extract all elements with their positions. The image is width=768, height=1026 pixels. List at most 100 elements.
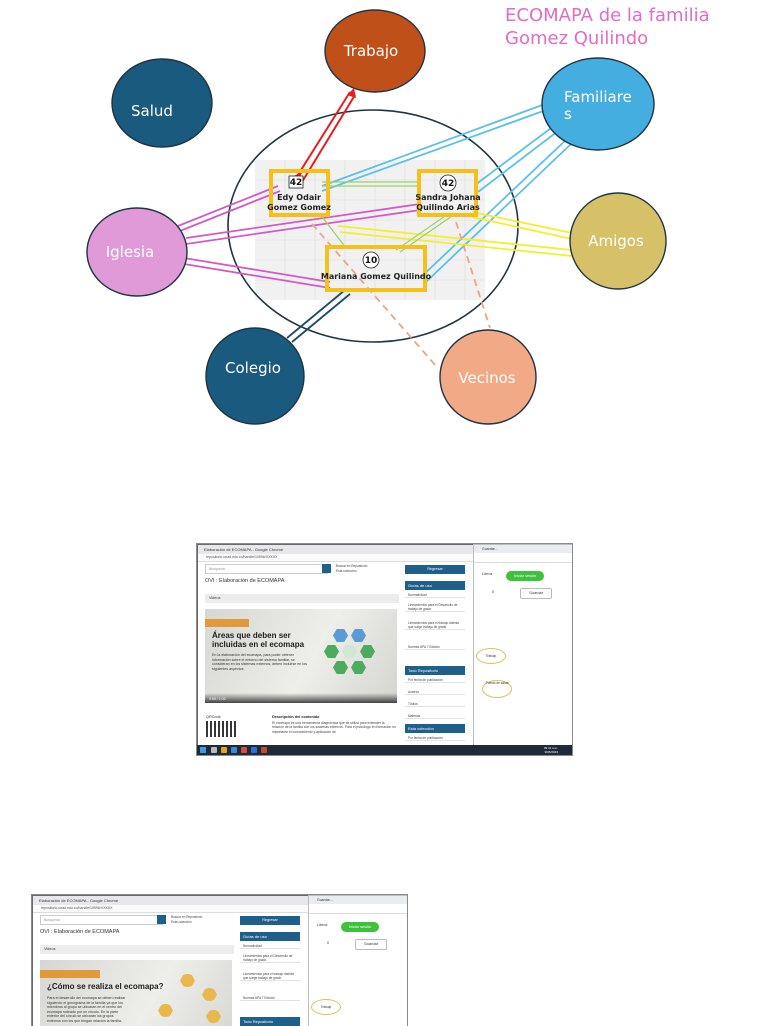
edge-icon[interactable] <box>231 747 237 753</box>
chrome-window-ovi: Elaboración de ECOMAPA - Google Chrome r… <box>197 544 475 746</box>
url-bar[interactable] <box>474 553 572 563</box>
clock-time: 09:41 a.m. <box>543 746 558 750</box>
sidebar-item[interactable]: Materias <box>405 714 465 719</box>
ecomap-title-line2: Gomez Quilindo <box>505 28 649 49</box>
url-bar[interactable]: repositorio.unad.edu.co/handle/10596/XXX… <box>33 905 309 913</box>
clock-date: 9/06/2023 <box>544 750 558 754</box>
radio-search-collection[interactable]: Esta colección <box>336 569 357 573</box>
sidebar-item[interactable]: Lineamientos para el Desarrollo de traba… <box>405 603 465 612</box>
powerpoint-icon[interactable] <box>261 747 267 753</box>
sidebar-item[interactable]: Normas APA 7 Edición <box>240 996 300 1001</box>
hex-shape <box>351 629 366 642</box>
node-familiares-label-line1: Familiare <box>564 88 632 106</box>
video-subtitle: Para el desarrollo del ecomapa se deben … <box>47 996 126 1023</box>
tab-videos[interactable]: Videos <box>40 945 234 954</box>
libros-link[interactable]: Libros <box>317 923 328 927</box>
chrome-icon[interactable] <box>241 747 247 753</box>
video-title: ¿Cómo se realiza el ecomapa? <box>47 982 164 991</box>
node-colegio-label: Colegio <box>225 359 281 377</box>
canvas-node[interactable]: Trabajo <box>476 648 506 664</box>
video-accent-band <box>40 970 100 978</box>
save-button[interactable]: Guardar <box>355 939 387 950</box>
browser-tab[interactable]: Guardar... <box>474 545 572 553</box>
url-bar[interactable]: repositorio.unad.edu.co/handle/10596/XXX… <box>198 554 474 562</box>
sidebar-item[interactable]: Por fecha de publicación <box>405 736 465 741</box>
url-bar[interactable] <box>309 904 407 914</box>
radio-search-collection[interactable]: Esta colección <box>171 920 192 924</box>
video-accent-band <box>205 619 249 627</box>
node-familiares: Familiare s <box>541 57 655 151</box>
hex-shape <box>351 661 366 674</box>
search-icon[interactable] <box>211 747 217 753</box>
video-player[interactable]: Áreas que deben ser incluidas en el ecom… <box>205 609 397 703</box>
hex-shape <box>360 645 375 658</box>
search-icon[interactable] <box>157 915 166 924</box>
member-edy: 42 Edy Odair Gomez Gomez <box>267 169 331 217</box>
folder-icon[interactable] <box>221 747 227 753</box>
node-colegio: Colegio <box>205 327 305 425</box>
member-edy-name-line1: Edy Odair <box>277 193 321 202</box>
sidebar-item[interactable]: Normatividad <box>240 944 300 949</box>
node-vecinos: Vecinos <box>439 329 537 425</box>
circle-shape <box>180 974 195 987</box>
node-iglesia: Iglesia <box>86 207 188 297</box>
page-heading: OVI : Elaboración de ECOMAPA <box>205 578 285 584</box>
description-text: El ecomapa es una herramienta diagnóstic… <box>272 721 396 734</box>
sidebar-item[interactable]: Autores <box>405 690 465 695</box>
window-titlebar: Elaboración de ECOMAPA - Google Chrome <box>198 545 474 554</box>
canvas-node[interactable]: Trabajo <box>311 999 341 1015</box>
description-heading: Descripción del contenido <box>272 715 320 719</box>
node-trabajo: Trabajo <box>324 9 426 93</box>
windows-start-icon[interactable] <box>200 747 206 753</box>
hex-shape <box>324 645 339 658</box>
family-boundary-circle <box>227 109 519 343</box>
sidebar-heading-coleccion: Esta colección <box>405 724 465 733</box>
node-iglesia-label: Iglesia <box>106 243 155 261</box>
chrome-window-ecomap-tool: Guardar... Libros Iniciar sesión 0 Guard… <box>473 544 572 746</box>
member-sandra-female-symbol <box>439 174 457 192</box>
sidebar-item[interactable]: Normas APA 7 Edición <box>405 645 465 650</box>
member-edy-age: 42 <box>290 178 303 188</box>
search-input[interactable]: Busqueda <box>205 564 328 574</box>
sidebar-item[interactable]: Por fecha de publicación <box>405 678 465 683</box>
search-icon[interactable] <box>322 564 331 573</box>
back-button[interactable]: Regresar <box>240 916 300 925</box>
circle-shape <box>202 988 217 1001</box>
chrome-window-ecomap-tool: Guardar... Libros Iniciar sesión 0 Guard… <box>308 895 407 1026</box>
sidebar-item[interactable]: Lineamientos para el trabajo distinto qu… <box>405 621 465 630</box>
member-mariana: 10 Mariana Gomez Quilindo <box>321 245 432 292</box>
sidebar-heading-guias: Guías de uso <box>240 932 300 941</box>
member-mariana-name: Mariana Gomez Quilindo <box>321 272 432 281</box>
member-mariana-female-symbol <box>362 251 380 269</box>
circle-shape <box>158 1004 173 1017</box>
member-sandra: 42 Sandra Johana Quilindo Arias <box>415 169 481 217</box>
login-button[interactable]: Iniciar sesión <box>341 922 379 932</box>
video-subtitle: En la elaboración del ecomapa, para pode… <box>212 653 307 671</box>
sidebar-item[interactable]: Lineamientos para el Desarrollo de traba… <box>240 954 300 963</box>
back-button[interactable]: Regresar <box>405 565 465 574</box>
browser-tab[interactable]: Guardar... <box>309 896 407 904</box>
counter: 0 <box>327 941 330 945</box>
radio-search-repository[interactable]: Buscar en Repositorio <box>336 564 368 568</box>
sidebar-item[interactable]: Títulos <box>405 702 465 707</box>
canvas-node[interactable]: Puesto de salud <box>482 680 512 698</box>
word-icon[interactable] <box>251 747 257 753</box>
libros-link[interactable]: Libros <box>482 572 493 576</box>
circle-shape <box>206 1010 221 1023</box>
save-button[interactable]: Guardar <box>520 588 552 599</box>
radio-search-repository[interactable]: Buscar en Repositorio <box>171 915 203 919</box>
member-sandra-name-line1: Sandra Johana <box>415 193 480 202</box>
sidebar-item[interactable]: Normatividad <box>405 593 465 598</box>
ecomap-title: ECOMAPA de la familia Gomez Quilindo <box>505 4 755 50</box>
sidebar-item[interactable]: Lineamientos para el trabajo distinto qu… <box>240 972 300 981</box>
qr-label: QRCode <box>206 715 221 719</box>
chrome-window-ovi: Elaboración de ECOMAPA - Google Chrome r… <box>32 895 310 1026</box>
video-controls[interactable]: 0:58 / 1:02 <box>205 693 397 703</box>
login-button[interactable]: Iniciar sesión <box>506 571 544 581</box>
search-input[interactable]: Busqueda <box>40 915 163 925</box>
hex-shape <box>333 629 348 642</box>
tab-videos[interactable]: Videos <box>205 594 399 603</box>
video-player[interactable]: ¿Cómo se realiza el ecomapa? Para el des… <box>40 960 232 1026</box>
node-amigos-label: Amigos <box>588 232 644 250</box>
page-heading: OVI : Elaboración de ECOMAPA <box>40 929 120 935</box>
